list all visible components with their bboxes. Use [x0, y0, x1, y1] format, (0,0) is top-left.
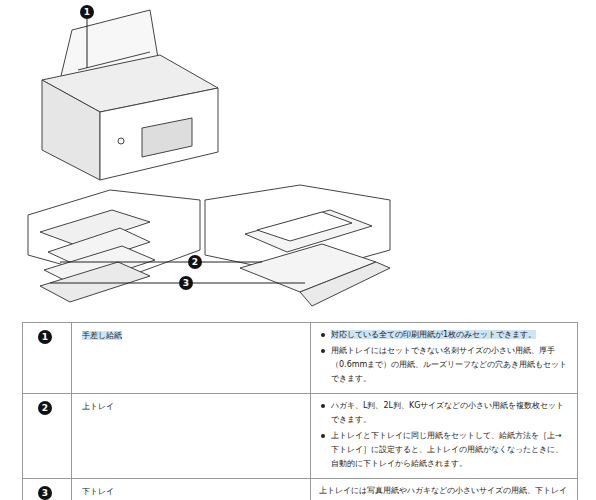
control-screen: [142, 118, 192, 157]
callout-circle: 1: [80, 5, 94, 19]
table-row: 3 下トレイ 上トレイには写真用紙やハガキなどの小さいサイズの用紙、下トレイにはコピ…: [23, 478, 577, 500]
bullet-dot: [321, 404, 325, 408]
description: 上トレイと下トレイに同じ用紙をセットして、給紙方法を［上→下トレイ］に設定すると…: [331, 431, 563, 468]
callout-circle: 2: [38, 401, 52, 415]
callout-number: 2: [42, 403, 48, 413]
leader-line: [87, 19, 88, 68]
table-cell: 上トレイには写真用紙やハガキなどの小さいサイズの用紙、下トレイにはコピーなどによ…: [311, 479, 577, 500]
printer-front: [100, 88, 218, 180]
printer-side: [42, 80, 100, 180]
power-button: [118, 138, 124, 144]
table-row: 1 手差し給紙 対応している全ての印刷用紙が1枚のみセットできます。用紙トレイにはセ…: [23, 323, 577, 393]
leader-line: [50, 283, 179, 284]
table-cell: 上トレイ: [72, 394, 311, 478]
table-row: 2 上トレイ ハガキ、L判、2L判、KGサイズなどの小さい用紙を複数枚セットできます…: [23, 393, 577, 478]
leader-line: [193, 283, 305, 284]
description: 対応している全ての印刷用紙が1枚のみセットできます。: [331, 330, 536, 339]
part-name: 下トレイ: [82, 487, 114, 496]
callout-circle: 2: [188, 255, 202, 269]
callout-circle: 3: [38, 486, 52, 500]
bullet-item: 用紙トレイにはセットできない名刺サイズの小さい用紙、厚手（0.6mmまで）の用紙…: [319, 344, 569, 386]
callout-number: 3: [42, 488, 48, 498]
paper: [257, 212, 352, 241]
bullet-dot: [321, 349, 325, 353]
callout-number: 1: [42, 332, 48, 342]
bullet-dot: [321, 333, 325, 337]
leader-line: [202, 262, 262, 263]
description: 上トレイには写真用紙やハガキなどの小さいサイズの用紙、下トレイにはコピーなどによ…: [319, 486, 567, 500]
callout-number: 3: [183, 278, 189, 288]
callout-number: 1: [84, 7, 90, 17]
table-cell: 1: [23, 323, 72, 393]
table-cell: 手差し給紙: [72, 323, 311, 393]
front-cover: [40, 262, 150, 302]
table-cell: 3: [23, 479, 72, 500]
bullet-item: ハガキ、L判、2L判、KGサイズなどの小さい用紙を複数枚セットできます。: [319, 399, 569, 427]
bullet-dot: [321, 434, 325, 438]
part-name: 上トレイ: [82, 402, 114, 411]
description: 用紙トレイにはセットできない名刺サイズの小さい用紙、厚手（0.6mmまで）の用紙…: [331, 346, 567, 383]
info-table: 1 手差し給紙 対応している全ての印刷用紙が1枚のみセットできます。用紙トレイにはセ…: [22, 322, 578, 500]
table-cell: 2: [23, 394, 72, 478]
table-cell: 下トレイ: [72, 479, 311, 500]
callout-circle: 3: [179, 276, 193, 290]
leader-line: [60, 262, 188, 263]
front-cover: [300, 262, 390, 306]
bullet-item: 対応している全ての印刷用紙が1枚のみセットできます。: [319, 328, 569, 342]
bullet-item: 上トレイと下トレイに同じ用紙をセットして、給紙方法を［上→下トレイ］に設定すると…: [319, 429, 569, 471]
table-cell: 対応している全ての印刷用紙が1枚のみセットできます。用紙トレイにはセットできない…: [311, 323, 577, 393]
description-paragraph: 上トレイには写真用紙やハガキなどの小さいサイズの用紙、下トレイにはコピーなどによ…: [319, 484, 569, 500]
callout-number: 2: [192, 257, 198, 267]
description: ハガキ、L判、2L判、KGサイズなどの小さい用紙を複数枚セットできます。: [331, 401, 564, 424]
upper-tray: [245, 210, 372, 252]
callout-circle: 1: [38, 330, 52, 344]
part-name: 手差し給紙: [82, 331, 122, 340]
table-cell: ハガキ、L判、2L判、KGサイズなどの小さい用紙を複数枚セットできます。上トレイ…: [311, 394, 577, 478]
